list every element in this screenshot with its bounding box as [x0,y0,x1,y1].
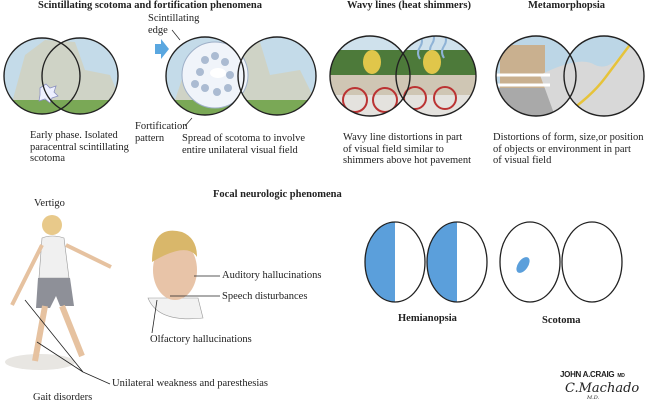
wavy-line3: shimmers above hot pavement [343,155,472,166]
vertigo-figure [5,215,112,370]
wavy-line2: of visual field similar to [343,143,444,155]
title-focal: Focal neurologic phenomena [213,189,342,200]
label-vertigo: Vertigo [34,198,65,209]
arrow-icon [155,39,169,59]
wavy-line1: Wavy line distortions in part [343,132,463,143]
label-speech: Speech disturbances [222,291,308,302]
scotoma-fields [499,221,623,303]
hemianopsia-fields [364,221,488,303]
early-phase-view [4,38,118,114]
meta-line2: of objects or environment in part [493,143,631,155]
label-hemianopsia: Hemianopsia [398,313,457,324]
sig-line1: JOHN A.CRAIG [560,370,615,379]
label-olfactory: Olfactory hallucinations [150,334,252,345]
fort-line1: Fortification [135,121,188,132]
title-metamorphopsia: Metamorphopsia [528,0,605,11]
spread-line2: entire unilateral visual field [182,144,298,156]
face-figure [147,230,204,320]
sig-suffix2: M.D. [587,395,600,401]
meta-line1: Distortions of form, size,or position [493,132,644,143]
fort-line2: pattern [135,132,165,144]
label-gait: Gait disorders [33,392,93,403]
edge-line1: Scintillating [148,13,200,24]
early-line3: scotoma [30,153,65,164]
spread-line1: Spread of scotoma to involve [182,133,306,144]
title-wavy: Wavy lines (heat shimmers) [347,0,471,11]
leader-lines [24,275,220,385]
fortification-view [166,37,316,115]
edge-line2: edge [148,24,168,36]
metamorphopsia-view [496,36,644,116]
title-scintillating: Scintillating scotoma and fortification … [38,0,263,11]
label-weakness: Unilateral weakness and paresthesias [112,378,268,389]
label-auditory: Auditory hallucinations [222,270,322,281]
early-line1: Early phase. Isolated [30,130,118,141]
meta-line3: of visual field [493,155,552,166]
sig-suffix1: MD [617,373,625,379]
sig-line2: C.Machado [565,381,640,396]
label-scotoma: Scotoma [542,315,581,326]
early-line2: paracentral scintillating [30,141,129,153]
